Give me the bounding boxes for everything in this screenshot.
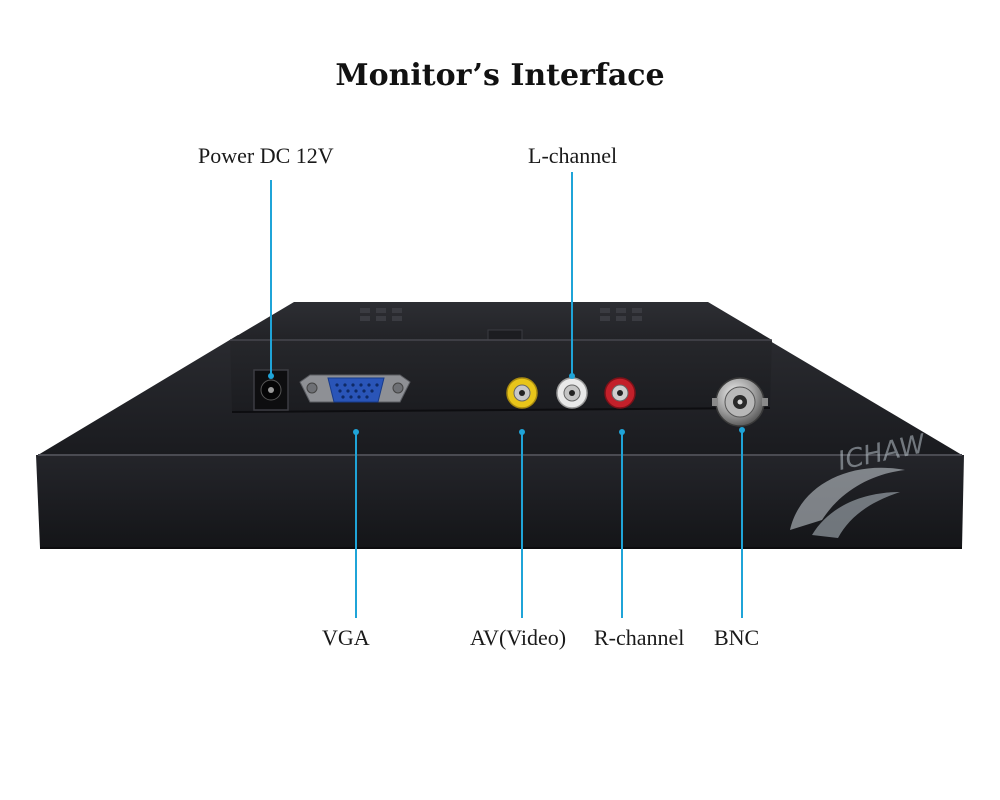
label-l-channel: L-channel: [528, 143, 618, 168]
label-power-dc: Power DC 12V: [198, 143, 334, 168]
label-vga: VGA: [322, 625, 370, 650]
label-bnc: BNC: [714, 625, 760, 650]
rca-white-port: [556, 377, 588, 409]
bnc-port: [712, 377, 768, 427]
rca-yellow-port: [506, 377, 538, 409]
monitor-front-face: [36, 455, 964, 548]
figure-title: Monitor’s Interface: [335, 58, 665, 93]
rca-red-port: [604, 377, 636, 409]
label-av-video: AV(Video): [470, 625, 567, 650]
label-r-channel: R-channel: [594, 625, 685, 650]
vga-port: [299, 374, 411, 403]
